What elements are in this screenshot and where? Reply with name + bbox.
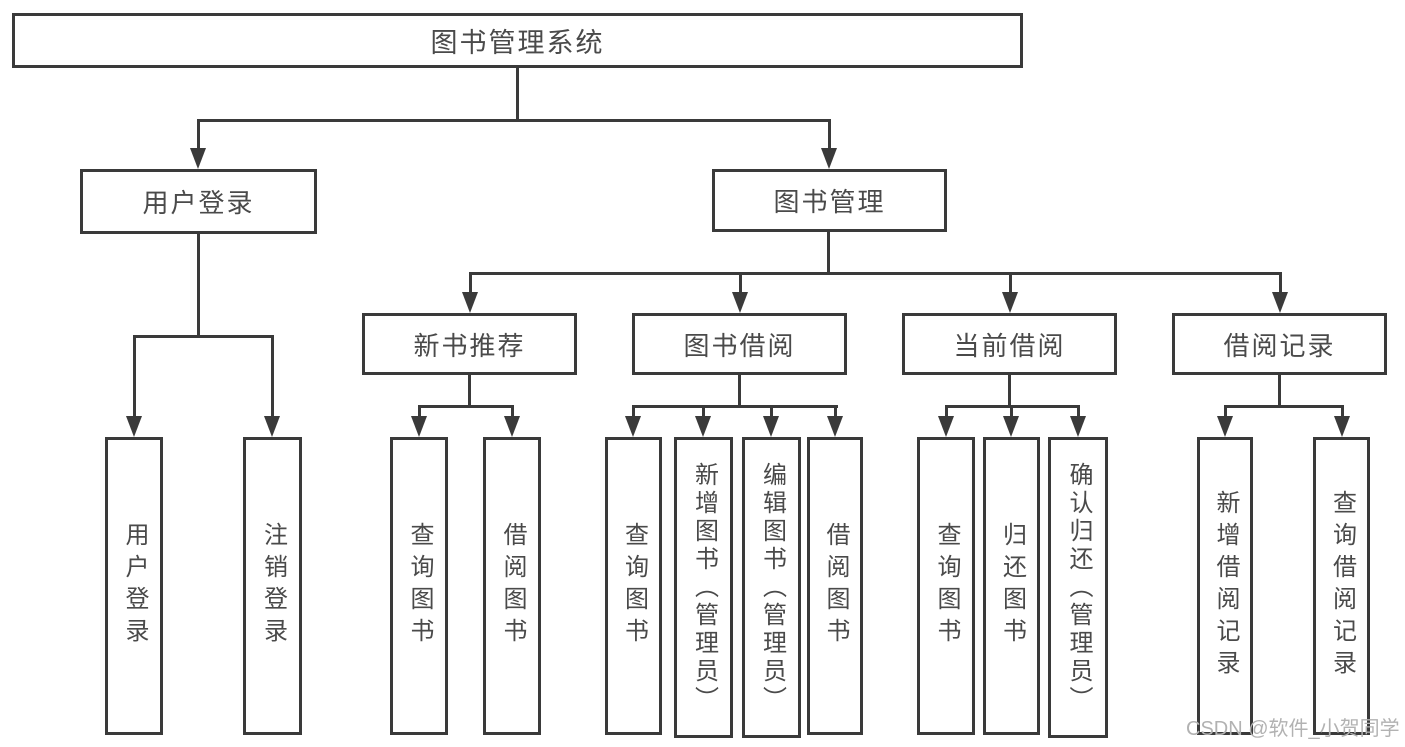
connector-arrow-cb-query [938, 405, 955, 437]
connector-arrow-rec-query [1334, 405, 1351, 437]
connector-arrow-bb-edit [763, 405, 780, 437]
connector-arrow-bb-add [695, 405, 712, 437]
connector-arrow-new-book-rec [462, 272, 479, 313]
leaf-rec-query-record: 查询借阅记录 [1313, 437, 1370, 735]
leaf-cb-query-books: 查询图书 [917, 437, 975, 735]
connector-root-rail [197, 119, 831, 122]
leaf-cb-confirm-return-admin: 确认归还（管理员） [1048, 437, 1108, 738]
leaf-bb-query-books: 查询图书 [605, 437, 662, 735]
connector-borrow-stub [738, 375, 741, 407]
connector-arrow-login-leaf [126, 335, 143, 437]
node-user-login-label: 用户登录 [142, 188, 255, 218]
connector-arrow-book-borrow [732, 272, 749, 313]
connector-arrow-current-borrow [1002, 272, 1019, 313]
node-root: 图书管理系统 [12, 13, 1023, 68]
connector-arrow-cb-return [1003, 405, 1020, 437]
leaf-cb-confirm-return-admin-label: 确认归还（管理员） [1065, 461, 1092, 714]
leaf-bb-borrow-books: 借阅图书 [807, 437, 863, 735]
leaf-bb-add-books-admin-label: 新增图书（管理员） [690, 461, 718, 714]
connector-arrow-logout-leaf [264, 335, 281, 437]
node-book-borrow: 图书借阅 [632, 313, 847, 375]
node-new-book-rec: 新书推荐 [362, 313, 577, 375]
node-current-borrow-label: 当前借阅 [953, 330, 1066, 361]
leaf-nb-borrow-books-label: 借阅图书 [499, 522, 526, 650]
node-current-borrow: 当前借阅 [902, 313, 1117, 375]
leaf-cb-return-books: 归还图书 [983, 437, 1040, 735]
node-borrow-records: 借阅记录 [1172, 313, 1387, 375]
connector-newbook-rail [418, 405, 514, 408]
connector-userlogin-stub [197, 234, 200, 337]
leaf-rec-add-record: 新增借阅记录 [1197, 437, 1253, 735]
leaf-rec-add-record-label: 新增借阅记录 [1212, 490, 1239, 682]
leaf-user-login: 用户登录 [105, 437, 163, 735]
node-borrow-records-label: 借阅记录 [1223, 330, 1336, 361]
leaf-bb-query-books-label: 查询图书 [620, 522, 648, 650]
connector-records-rail [1224, 405, 1344, 408]
connector-arrow-nb-query [411, 405, 428, 437]
connector-root-stub [516, 68, 519, 120]
leaf-rec-query-record-label: 查询借阅记录 [1328, 490, 1356, 682]
leaf-logout: 注销登录 [243, 437, 302, 735]
node-new-book-rec-label: 新书推荐 [413, 330, 526, 361]
connector-arrow-cb-confirm [1070, 405, 1087, 437]
connector-arrow-borrow-records [1272, 272, 1289, 313]
node-book-mgmt: 图书管理 [712, 169, 947, 232]
leaf-cb-return-books-label: 归还图书 [998, 522, 1026, 650]
watermark: CSDN @软件_小贺同学 [1186, 718, 1400, 740]
leaf-bb-borrow-books-label: 借阅图书 [822, 522, 849, 650]
connector-arrow-nb-borrow [504, 405, 521, 437]
connector-records-stub [1278, 375, 1281, 407]
leaf-nb-query-books: 查询图书 [390, 437, 448, 735]
node-book-borrow-label: 图书借阅 [683, 330, 796, 361]
connector-borrow-rail [632, 405, 838, 408]
leaf-nb-query-books-label: 查询图书 [406, 522, 433, 650]
leaf-logout-label: 注销登录 [259, 522, 287, 650]
node-root-label: 图书管理系统 [430, 28, 605, 58]
connector-newbook-stub [468, 375, 471, 407]
connector-userlogin-rail [133, 335, 274, 338]
connector-current-stub [1008, 375, 1011, 407]
node-book-mgmt-label: 图书管理 [773, 187, 886, 217]
leaf-user-login-label: 用户登录 [121, 522, 148, 650]
connector-arrow-book-mgmt [821, 119, 838, 169]
connector-arrow-rec-add [1217, 405, 1234, 437]
leaf-bb-add-books-admin: 新增图书（管理员） [674, 437, 733, 738]
connector-arrow-user-login [190, 119, 207, 169]
connector-bookmgmt-rail [469, 272, 1281, 275]
leaf-cb-query-books-label: 查询图书 [933, 522, 960, 650]
leaf-nb-borrow-books: 借阅图书 [483, 437, 541, 735]
connector-bookmgmt-stub [827, 232, 830, 274]
connector-arrow-bb-borrow [827, 405, 844, 437]
node-user-login: 用户登录 [80, 169, 317, 234]
leaf-bb-edit-books-admin-label: 编辑图书（管理员） [758, 461, 786, 714]
connector-arrow-bb-query [625, 405, 642, 437]
leaf-bb-edit-books-admin: 编辑图书（管理员） [742, 437, 801, 738]
